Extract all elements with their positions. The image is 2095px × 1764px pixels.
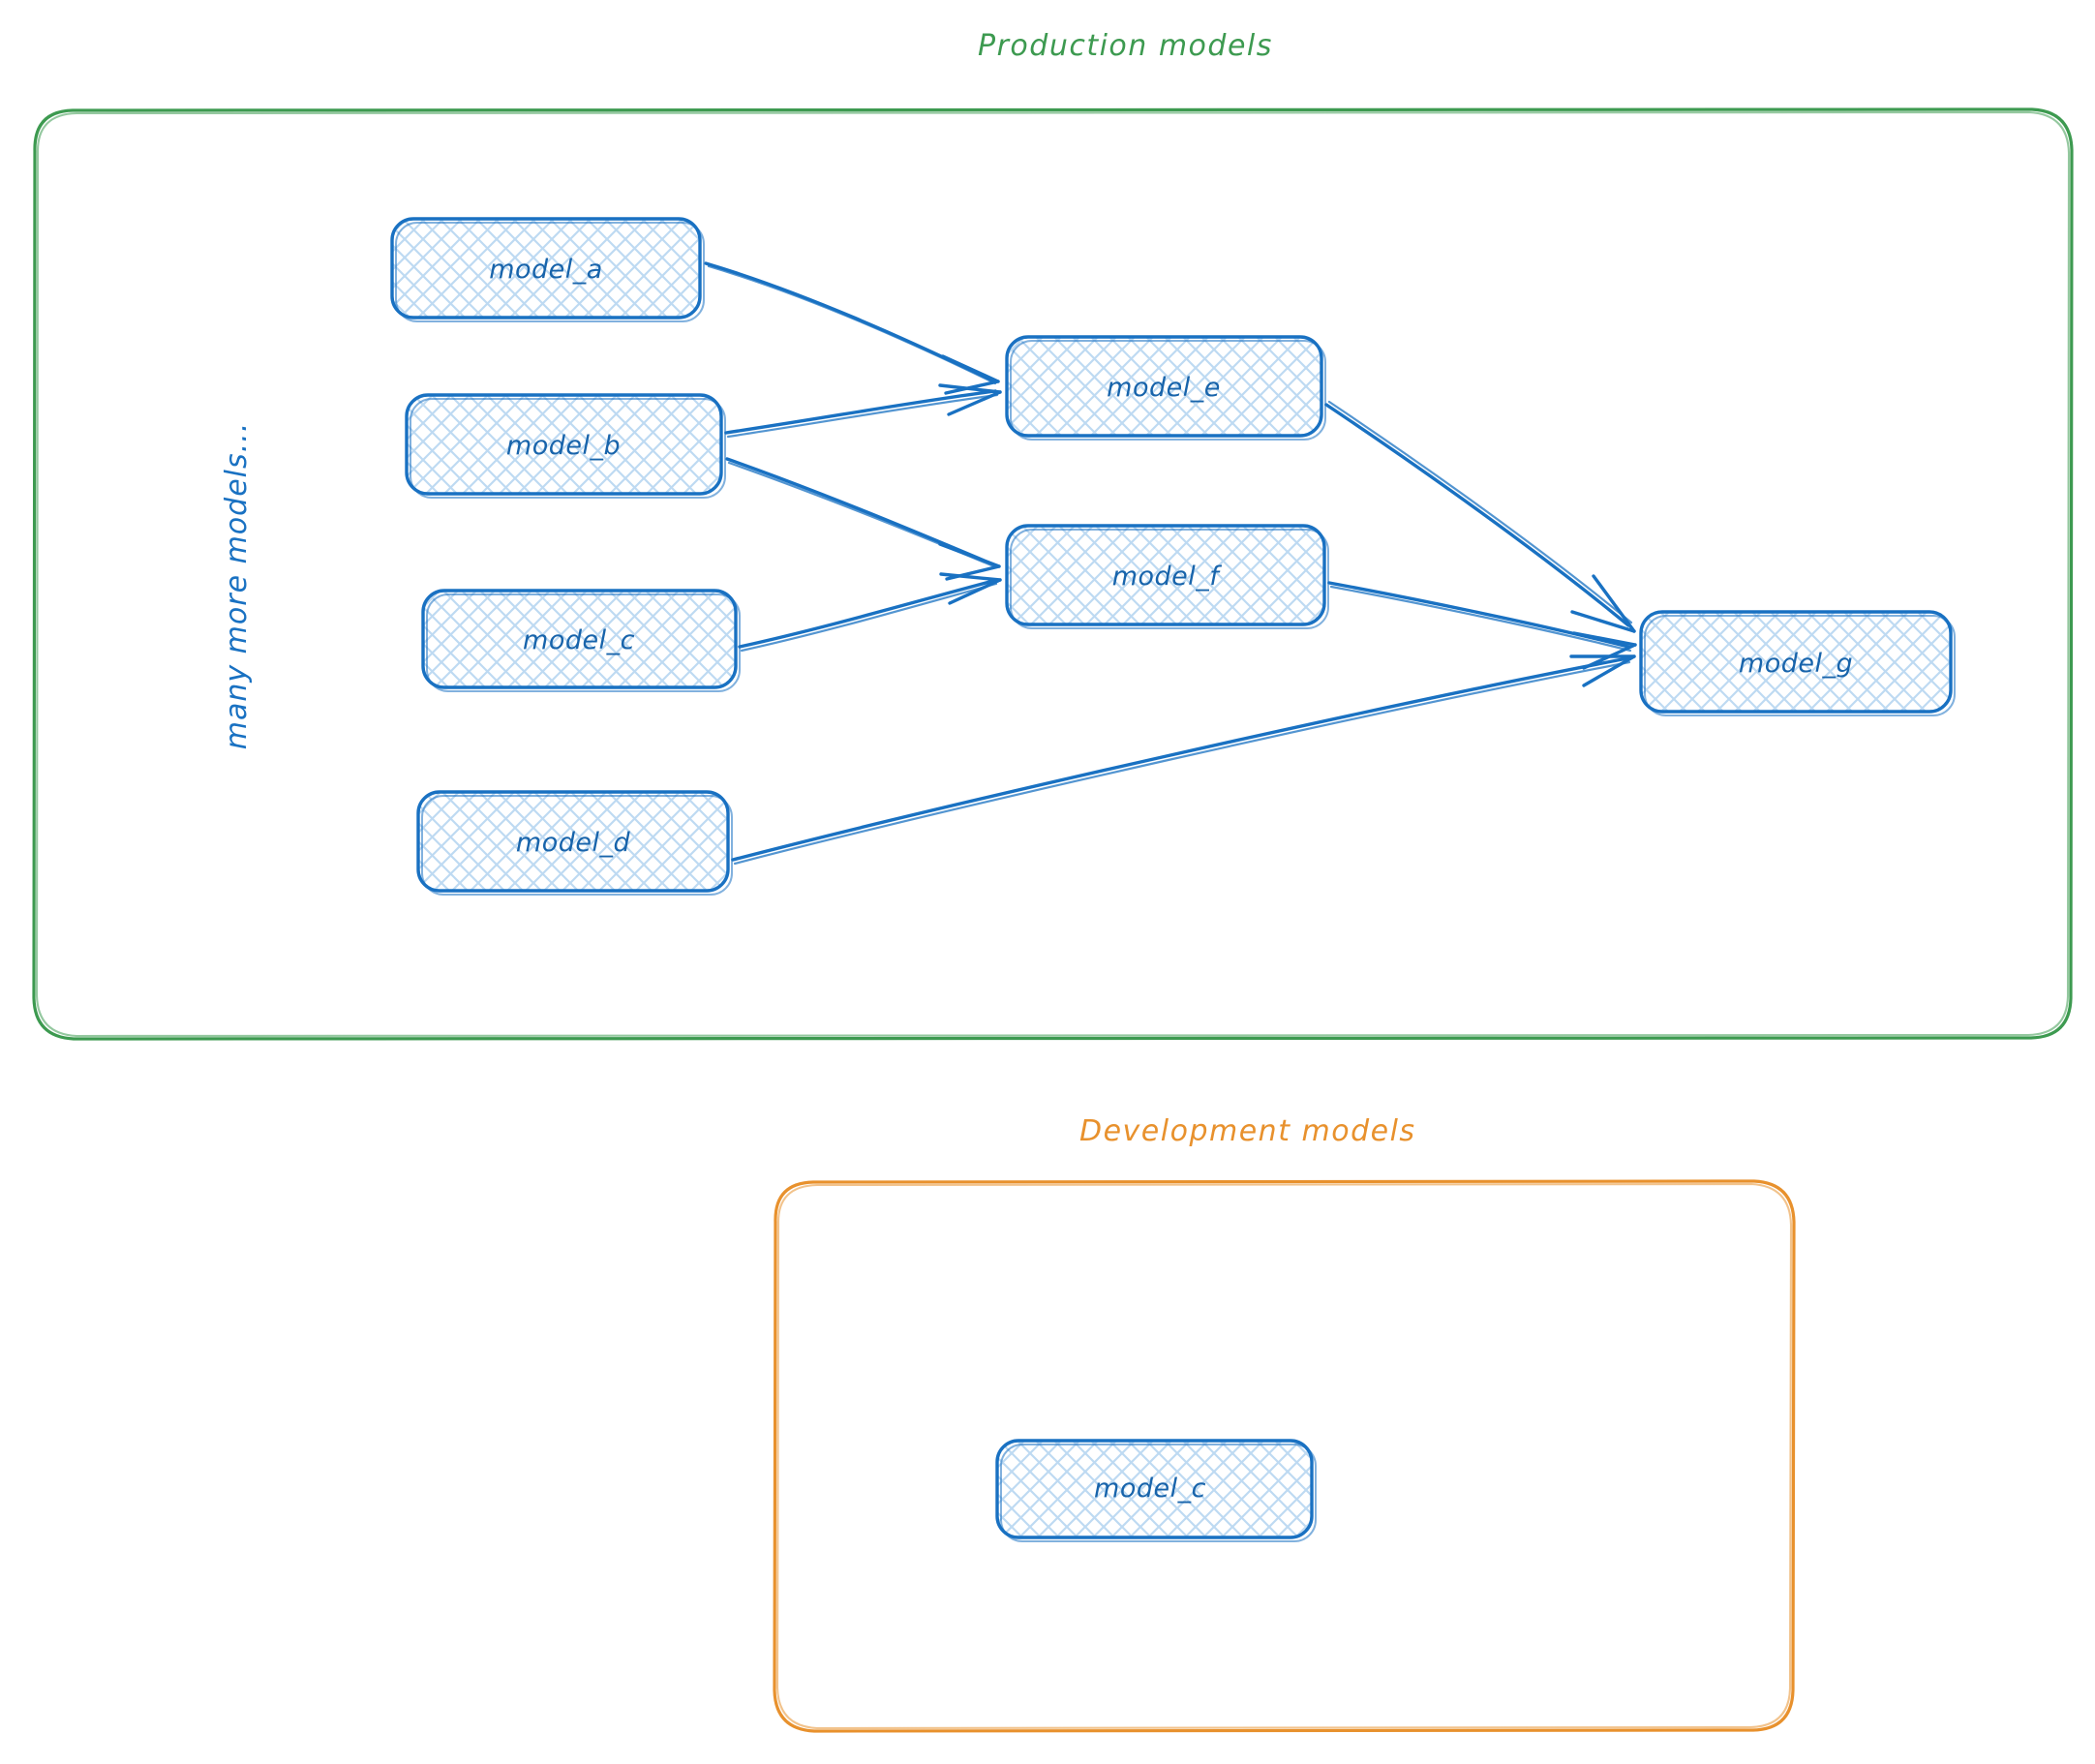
group-production: Production models	[32, 29, 2074, 1041]
group-production-border-2	[35, 110, 2071, 1038]
node-model-f[interactable]: model_f	[1005, 524, 1329, 629]
node-dev-model-c-label: model_c	[1094, 1474, 1206, 1504]
edge-model-a-to-model-e	[704, 261, 1000, 395]
svg-text:many more models...: many more models...	[220, 422, 254, 749]
group-production-title: Production models	[978, 29, 1273, 63]
node-model-d-label: model_d	[516, 828, 631, 858]
group-development-title: Development models	[1079, 1114, 1416, 1148]
edges-layer	[704, 261, 1637, 866]
group-production-border	[32, 107, 2074, 1041]
group-development-border	[773, 1179, 1796, 1733]
node-model-c-label: model_c	[523, 625, 635, 655]
edge-model-c-to-model-f	[738, 572, 1002, 653]
edge-model-d-to-model-g	[731, 654, 1636, 866]
edge-model-b-to-model-e	[724, 383, 1002, 439]
node-model-d[interactable]: model_d	[416, 790, 733, 896]
node-dev-model-c[interactable]: model_c	[995, 1439, 1317, 1542]
node-model-g-label: model_g	[1739, 649, 1853, 679]
node-model-g[interactable]: model_g	[1639, 610, 1956, 716]
side-label-many-more-models: many more models...	[220, 422, 254, 749]
node-model-f-label: model_f	[1112, 562, 1223, 592]
node-model-a-label: model_a	[489, 255, 603, 285]
edge-model-b-to-model-f	[725, 457, 1001, 581]
node-model-c[interactable]: model_c	[421, 589, 741, 692]
group-development: Development models	[773, 1114, 1796, 1733]
node-model-e-label: model_e	[1107, 373, 1221, 403]
node-model-e[interactable]: model_e	[1005, 335, 1326, 441]
group-development-border-2	[775, 1182, 1793, 1730]
node-model-b-label: model_b	[506, 431, 621, 461]
edge-model-e-to-model-g	[1324, 400, 1636, 633]
node-model-b[interactable]: model_b	[405, 393, 726, 499]
node-model-a[interactable]: model_a	[390, 217, 705, 322]
